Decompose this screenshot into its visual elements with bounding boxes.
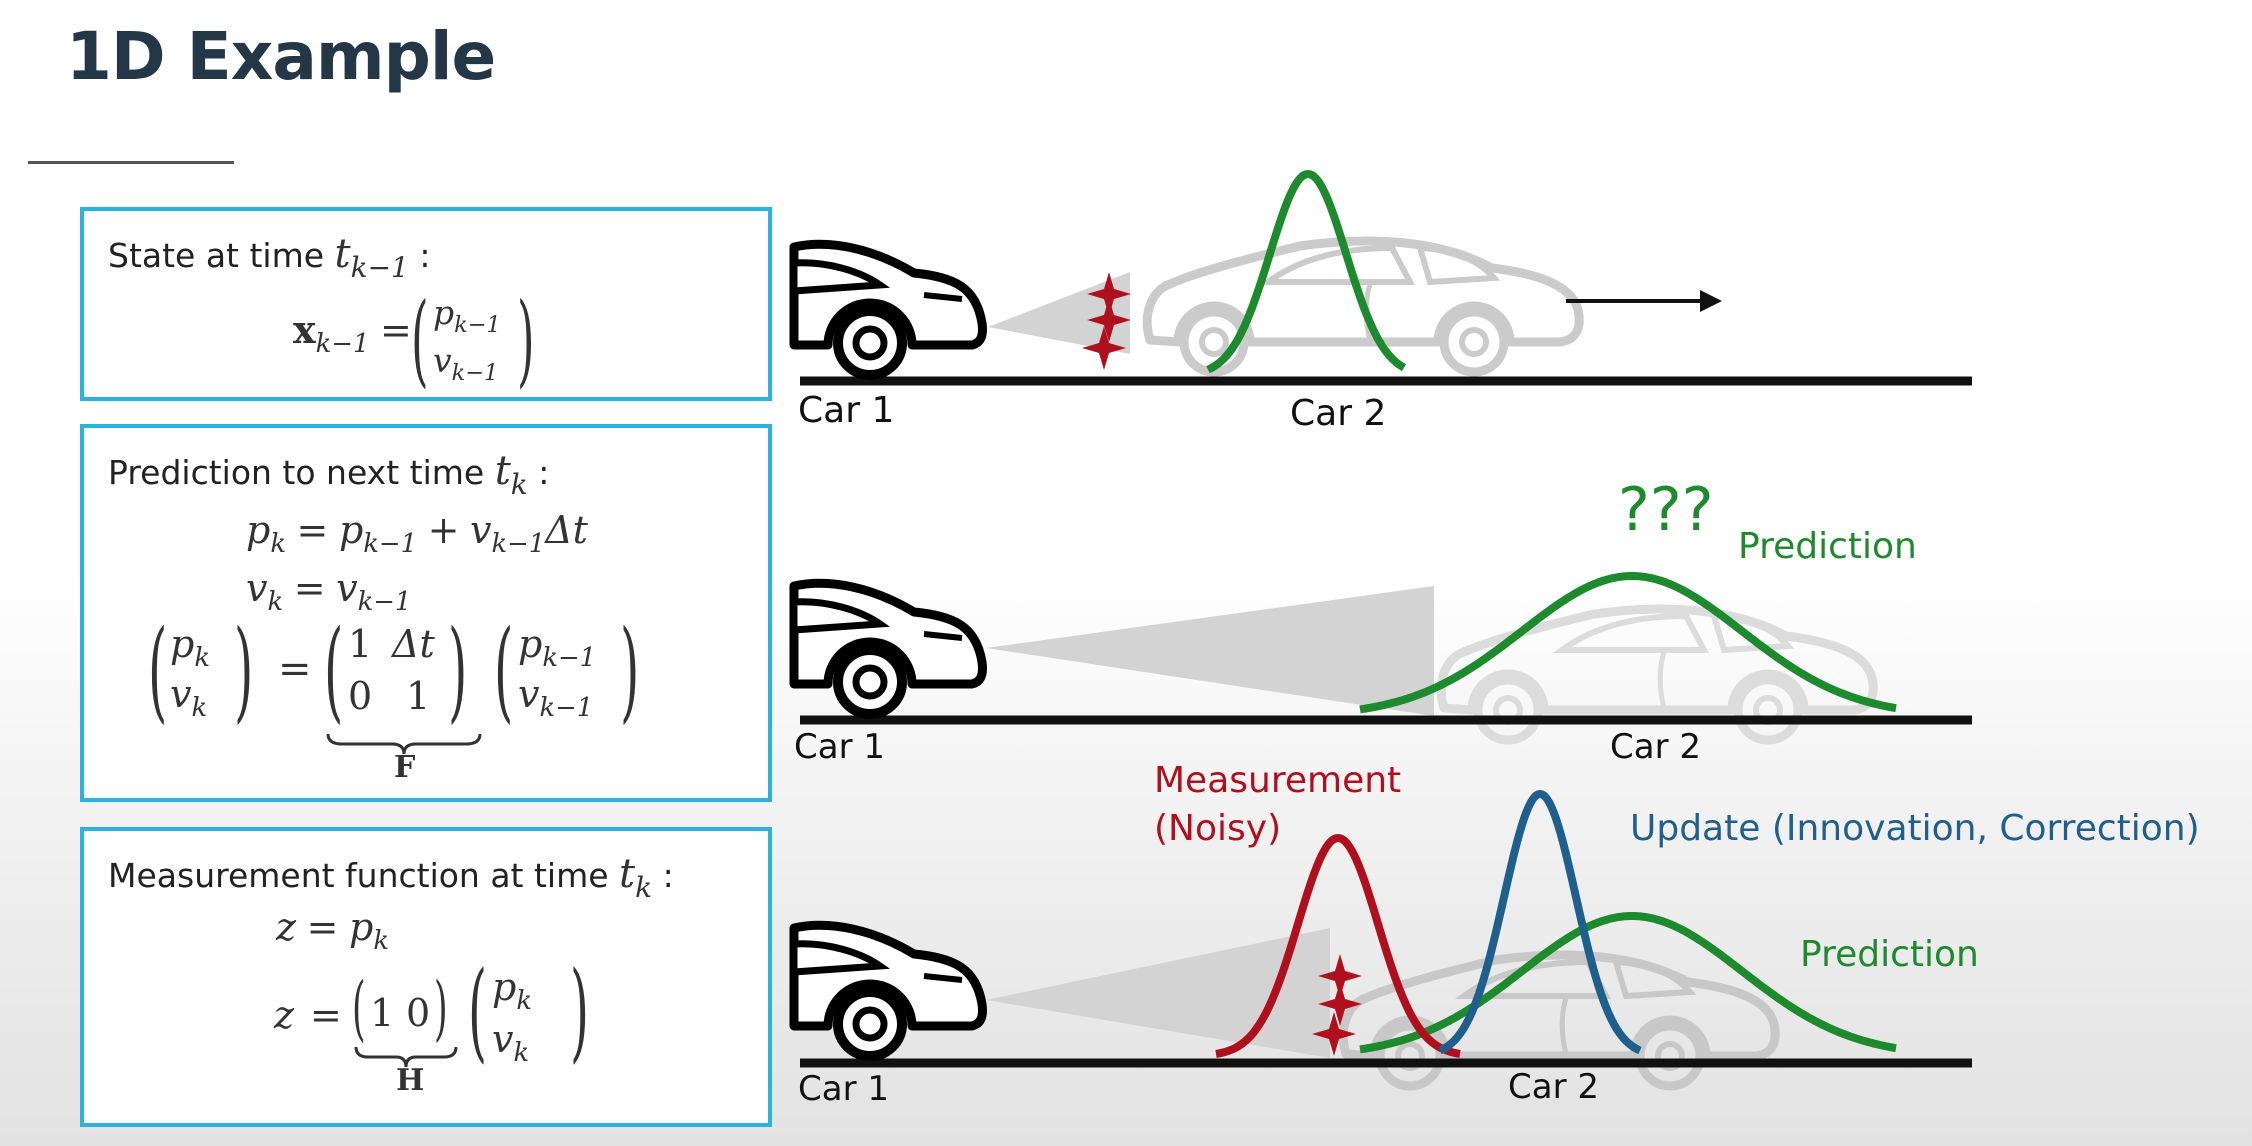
scene-bottom-car1-label: Car 1: [798, 1069, 889, 1109]
measurement-equation: z = pk: [276, 905, 389, 957]
H-label: H: [396, 1063, 425, 1098]
prediction-velocity-equation: vk = vk−1: [246, 566, 412, 618]
state-label: State at time tk−1 :: [108, 231, 431, 284]
state-time-var: t: [334, 231, 351, 277]
state-vector: ( pk−1 vk−1 ): [411, 281, 535, 398]
F-underbrace: [326, 733, 482, 755]
prediction-matrix-equation: ( pk vk ) = ( 1 Δt 0 1 ) F ( pk−1 vk−1 ): [148, 606, 640, 785]
state-panel: State at time tk−1 : xk−1 = ( pk−1 vk−1 …: [80, 207, 772, 401]
scene-middle-car2-label: Car 2: [1610, 727, 1701, 767]
scene-bottom-car2-label: Car 2: [1508, 1067, 1599, 1107]
scene-middle: ??? Prediction Car 1 Car 2: [794, 475, 1972, 767]
update-label: Update (Innovation, Correction): [1630, 808, 2200, 849]
scene-top-car1-label: Car 1: [798, 390, 894, 431]
title-underline: [28, 161, 234, 164]
state-equation: xk−1 =: [293, 307, 412, 360]
page-title: 1D Example: [66, 18, 496, 95]
prediction-label-bottom: Prediction: [1800, 934, 1979, 975]
gaussian-top: [1206, 169, 1407, 374]
scene-bottom: Measurement (Noisy) Update (Innovation, …: [794, 760, 2200, 1109]
prediction-label-middle: Prediction: [1738, 526, 1917, 567]
unknown-marks: ???: [1618, 475, 1714, 545]
measurement-label: Measurement function at time tk :: [108, 851, 674, 904]
F-label: F: [394, 750, 416, 785]
F-r1c1: 1: [348, 622, 373, 666]
gaussian-middle: [1359, 572, 1897, 714]
sensor-beam: [986, 928, 1330, 1058]
H-underbrace: [354, 1046, 458, 1068]
prediction-panel: Prediction to next time tk : pk = pk−1 +…: [80, 424, 772, 802]
F-r2c1: 0: [348, 674, 373, 718]
F-r1c2: Δt: [392, 622, 435, 666]
prediction-label: Prediction to next time tk :: [108, 448, 550, 501]
H-c1: 1: [370, 991, 395, 1035]
arrow-head: [1700, 290, 1722, 312]
gaussian-measurement: [1215, 833, 1461, 1058]
measurement-label-line1: Measurement: [1154, 760, 1401, 801]
prediction-position-equation: pk = pk−1 + vk−1Δt: [246, 508, 588, 560]
H-c2: 0: [406, 991, 431, 1035]
gaussian-prediction: [1359, 912, 1897, 1054]
measurement-label-line2: (Noisy): [1154, 808, 1281, 849]
car1-bottom: [794, 925, 983, 1056]
scene-top-car2-label: Car 2: [1290, 393, 1386, 434]
measurement-matrix-equation: z = ( 1 0 ) H ( pk vk ): [274, 949, 589, 1098]
car1-middle: [794, 583, 983, 714]
measurement-panel: Measurement function at time tk : z = pk…: [80, 827, 772, 1127]
scene-top: Car 1 Car 2: [794, 169, 1972, 434]
F-r2c2: 1: [406, 674, 431, 718]
car1-top: [794, 244, 983, 375]
sensor-beam: [986, 586, 1434, 716]
scene-middle-car1-label: Car 1: [794, 727, 885, 767]
gaussian-update: [1438, 789, 1642, 1055]
